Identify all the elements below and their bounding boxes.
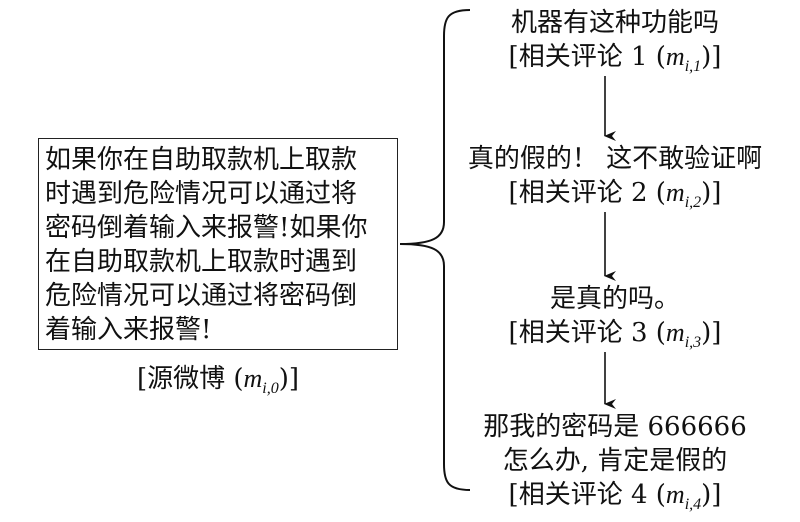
comment-label: [相关评论 4 (mi,4)] xyxy=(508,480,722,513)
source-post-line: 如果你在自助取款机上取款 xyxy=(45,145,358,175)
source-post-caption: [源微博 (mi,0)] xyxy=(38,362,398,406)
source-post-line: 时遇到危险情况可以通过将 xyxy=(45,179,358,209)
source-post-box: 如果你在自助取款机上取款 时遇到危险情况可以通过将 密码倒着输入来报警!如果你 … xyxy=(38,138,398,350)
comment-2: 真的假的！ 这不敢验证啊 [相关评论 2 (mi,2)] xyxy=(455,142,775,220)
comment-text: 是真的吗。 xyxy=(549,284,680,314)
curly-brace xyxy=(399,9,471,491)
comment-text: 机器有这种功能吗 xyxy=(510,8,719,38)
comment-4: 那我的密码是 666666 怎么办, 肯定是假的 [相关评论 4 (mi,4)] xyxy=(455,410,775,522)
source-post-line: 危险情况可以通过将密码倒 xyxy=(45,281,358,311)
caption-prefix: [源微博 ( xyxy=(136,364,244,394)
comment-text: 怎么办, 肯定是假的 xyxy=(502,446,728,476)
caption-subscript: i,0 xyxy=(262,380,279,397)
comment-1: 机器有这种功能吗 [相关评论 1 (mi,1)] xyxy=(455,6,775,84)
comment-label: [相关评论 3 (mi,3)] xyxy=(508,318,722,351)
comment-3: 是真的吗。 [相关评论 3 (mi,3)] xyxy=(455,282,775,360)
source-post-line: 着输入来报警! xyxy=(45,315,212,345)
caption-suffix: )] xyxy=(278,364,300,394)
comment-text: 真的假的！ 这不敢验证啊 xyxy=(467,144,763,174)
comment-text: 那我的密码是 666666 xyxy=(483,412,747,442)
source-post-line: 在自助取款机上取款时遇到 xyxy=(45,247,358,277)
source-post-line: 密码倒着输入来报警!如果你 xyxy=(45,213,368,243)
caption-variable: m xyxy=(243,364,263,393)
comment-label: [相关评论 2 (mi,2)] xyxy=(508,178,722,211)
comment-label: [相关评论 1 (mi,1)] xyxy=(508,42,722,75)
